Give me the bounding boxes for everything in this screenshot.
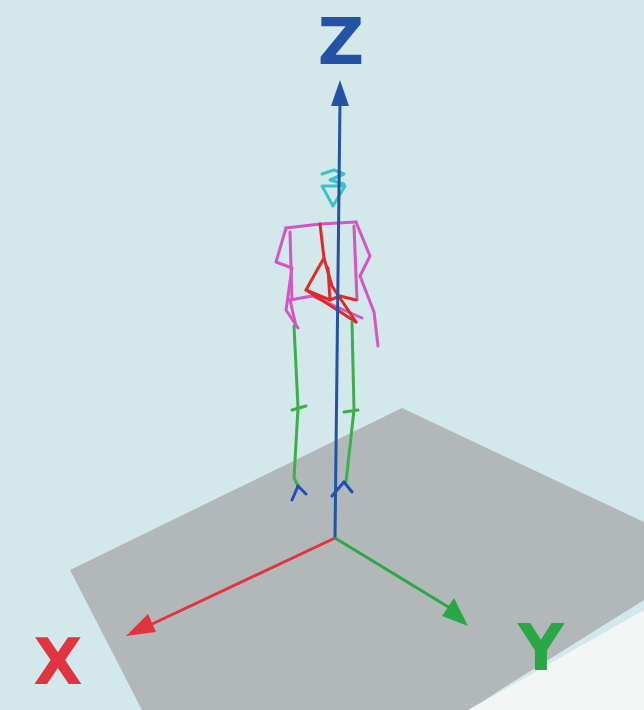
coordinate-axes [126, 80, 468, 636]
skeleton-figure [276, 170, 378, 500]
z-axis-label: Z [318, 10, 364, 74]
x-axis-label: X [33, 630, 82, 694]
y-axis-label: Y [518, 616, 564, 680]
floor-plane [70, 408, 644, 710]
floor-highlight [468, 610, 644, 710]
